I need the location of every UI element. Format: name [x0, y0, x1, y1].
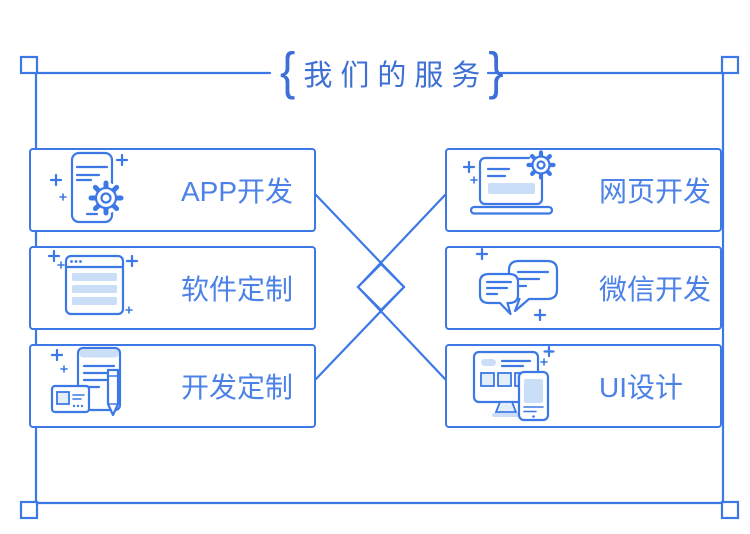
service-label: 网页开发: [599, 176, 712, 207]
right-brace: }: [488, 41, 504, 100]
laptop-gear-icon: [462, 150, 556, 215]
service-label: APP开发: [181, 176, 294, 207]
service-card-software-customization[interactable]: 软件定制: [29, 246, 316, 330]
phone-gear-icon: [49, 151, 129, 224]
notepad-pen-icon: [50, 346, 122, 417]
section-title: { 我们的服务 }: [280, 41, 504, 100]
service-card-wechat-development[interactable]: 微信开发: [445, 246, 722, 330]
service-label: 开发定制: [181, 372, 294, 403]
left-brace: {: [280, 41, 296, 100]
service-card-web-development[interactable]: 网页开发: [445, 148, 722, 232]
center-diamond: [356, 262, 406, 312]
corner-square-bottom-right: [720, 500, 740, 520]
corner-square-top-left: [19, 55, 39, 75]
frame-border: [34, 71, 725, 505]
service-card-development-customization[interactable]: 开发定制: [29, 344, 316, 428]
service-card-ui-design[interactable]: UI设计: [445, 344, 722, 428]
service-label: 微信开发: [599, 274, 712, 305]
section-title-text: 我们的服务: [303, 60, 489, 92]
corner-square-top-right: [720, 55, 740, 75]
software-window-icon: [47, 249, 139, 316]
corner-square-bottom-left: [19, 500, 39, 520]
service-label: 软件定制: [181, 274, 294, 305]
service-card-app-development[interactable]: APP开发: [29, 148, 316, 232]
service-label: UI设计: [599, 372, 684, 403]
chat-bubbles-icon: [475, 248, 559, 322]
devices-icon: [472, 346, 555, 422]
